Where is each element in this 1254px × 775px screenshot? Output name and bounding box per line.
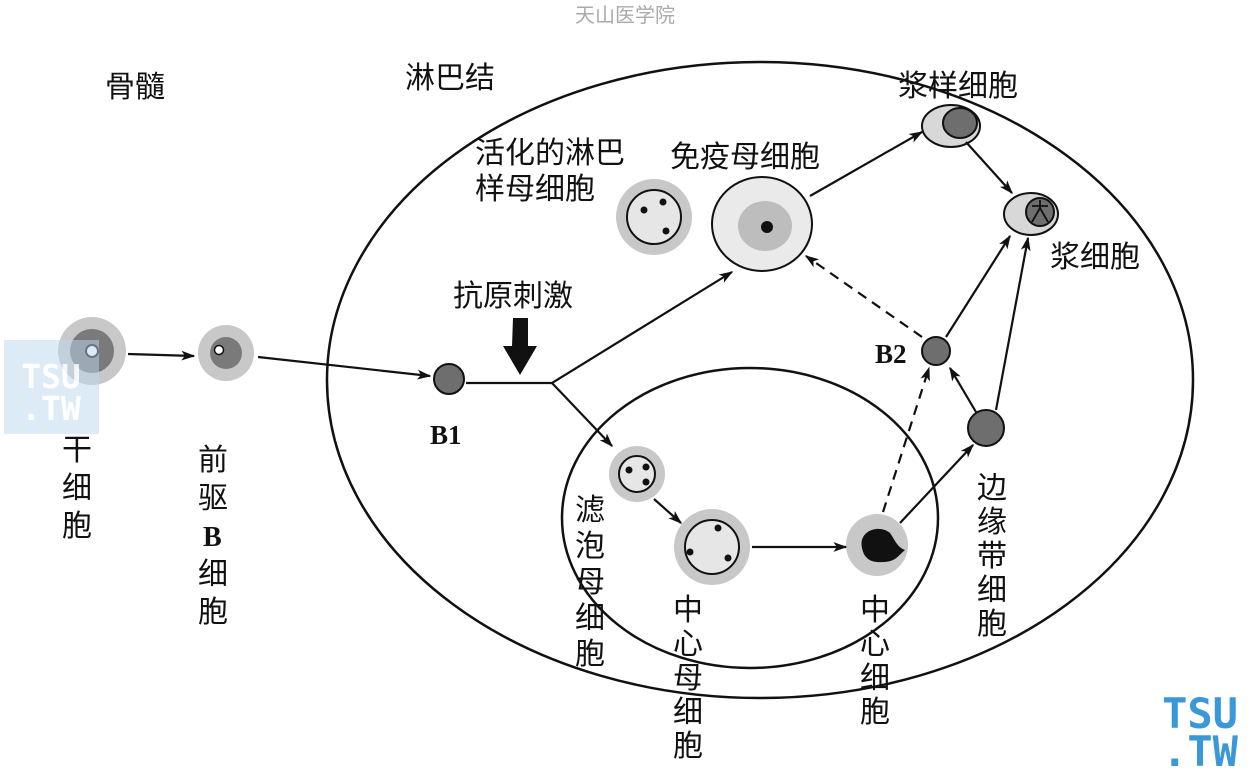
plasmacytoid-label: 浆样细胞 [898,69,1018,104]
follicular-blast-label: 滤 泡 母 细 胞 [575,493,615,672]
stimulus-arrow-icon [503,318,537,375]
plasma-cell [1003,192,1059,236]
centroblast-label: 中 心 母 细 胞 [673,593,713,764]
arrow-marginal-to-b2 [949,366,977,413]
arrow-marginal-to-plasma [994,236,1031,411]
svg-text:.TW: .TW [21,389,81,428]
immunoblast-label: 免疫母细胞 [670,140,820,175]
svg-text:TSU: TSU [21,357,81,396]
arrows [127,131,1031,552]
activated-lymphoblast-label: 活化的淋巴 样母细胞 [475,136,635,207]
b2-label: B2 [875,339,907,369]
svg-text:TSU: TSU [1162,689,1238,738]
centroblast-cell [674,509,750,585]
activated-lymphoblast-cell [616,179,692,255]
watermark-text: 天山医学院 [575,3,675,27]
b1-cell [433,363,465,395]
pro-b-cell-label: 前 驱 B 细 胞 [198,443,238,630]
germinal-center-outline [560,366,940,670]
pro-b-cell [198,325,254,381]
bone-marrow-label: 骨髓 [105,70,165,105]
lymph-node-label: 淋巴结 [405,61,495,96]
dashed-arrow-b2-to-immunoblast [804,255,923,338]
tsu-logo-right: TSU .TW [1162,689,1239,775]
antigen-stimulus-label: 抗原刺激 [453,279,573,314]
arrow-plasmacytoid-to-plasma [965,141,1013,195]
centrocyte-label: 中 心 细 胞 [860,593,900,730]
arrow-branch-to-follicular [551,382,613,448]
arrow-centrocyte-to-marginal [899,443,974,524]
b1-label: B1 [430,420,462,450]
arrow-stem-to-prob [127,350,196,361]
dashed-arrow-centrocyte-to-b2 [881,366,931,513]
arrow-branch-to-immunoblast [551,271,734,384]
marginal-zone-cell [967,409,1005,447]
arrow-b2-to-plasma [945,234,1011,338]
marginal-zone-label: 边 缘 带 细 胞 [977,471,1017,642]
stem-cell-label: 干 细 胞 [62,433,102,544]
arrow-prob-to-b1 [257,355,432,380]
immunoblast-cell [711,176,813,272]
arrow-immunoblast-to-plasmacytoid [809,131,924,197]
svg-text:.TW: .TW [1162,727,1239,775]
lymph-node-outline [325,60,1195,700]
tsu-logo-left: TSU .TW [4,340,99,434]
arrow-follicular-to-centroblast [653,498,683,524]
plasma-cell-label: 浆细胞 [1050,240,1140,275]
centrocyte-cell [846,514,908,576]
follicular-blast-cell [609,446,665,502]
b2-cell [921,336,951,366]
plasmacytoid-cell [921,104,981,148]
